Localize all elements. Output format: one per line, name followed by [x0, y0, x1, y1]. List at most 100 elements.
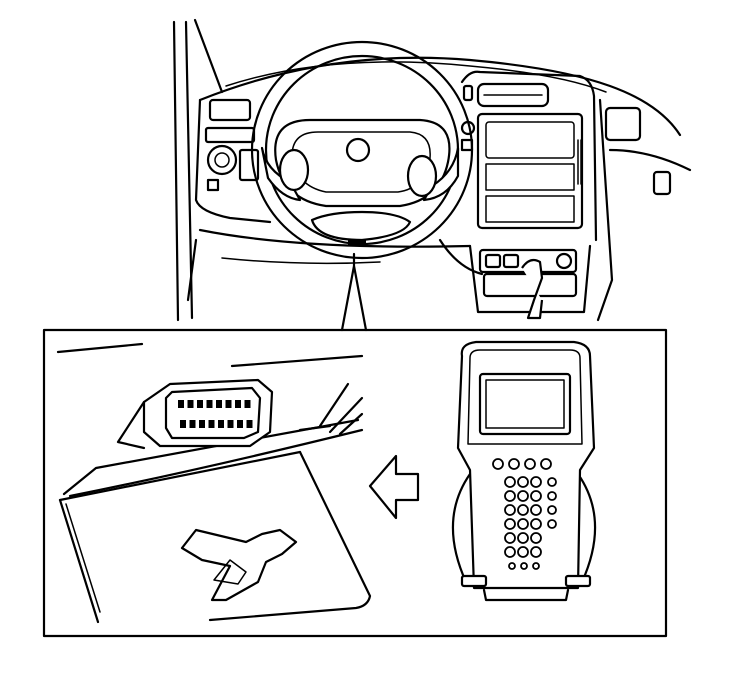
scan-tool-function-key — [524, 458, 536, 470]
headlamp-switch — [206, 144, 238, 176]
scan-tool-key — [504, 504, 516, 516]
scan-tool-side-key — [547, 519, 557, 529]
headlamp-switch-inner — [214, 152, 230, 168]
scan-tool-function-key — [540, 458, 552, 470]
scan-tool-bottom — [482, 588, 570, 602]
scan-tool-screen-inner — [485, 379, 565, 429]
left-horn-pad — [278, 148, 310, 192]
lower-dash — [198, 228, 472, 248]
a-pillar — [172, 20, 180, 322]
kick-panel-top — [58, 450, 302, 502]
left-vent — [208, 98, 252, 122]
dash-underside-edge-2 — [68, 428, 364, 498]
dlc-pin — [180, 420, 186, 428]
dash-right-panel — [608, 148, 692, 172]
scan-tool-key — [517, 476, 529, 488]
dash-underside-edge — [62, 418, 360, 496]
kick-panel-inner — [65, 503, 101, 613]
windshield-edge — [193, 18, 224, 94]
data-link-connector-view — [56, 342, 372, 624]
dlc-pin — [225, 400, 232, 408]
scan-tool-key — [504, 490, 516, 502]
scan-tool-key — [530, 532, 542, 544]
detail-inset-frame — [42, 328, 668, 638]
scan-tool-side-key — [547, 491, 557, 501]
column-shroud-mark — [348, 240, 366, 246]
dlc-pin — [197, 400, 203, 408]
dlc-pin — [235, 400, 241, 408]
steering-hub — [274, 118, 451, 208]
dlc-pin — [216, 400, 222, 408]
floor-clip-detail — [213, 559, 247, 585]
steering-wheel — [250, 40, 474, 260]
radio-inner-low — [485, 195, 575, 223]
dlc-pin — [218, 420, 224, 428]
center-left-button — [460, 138, 474, 152]
steering-wheel-rim-outer — [250, 40, 474, 260]
console-knob — [555, 252, 573, 270]
floor-clip — [180, 528, 298, 602]
right-horn-pad — [406, 154, 438, 198]
dlc-pin — [199, 420, 205, 428]
right-vent — [604, 106, 642, 142]
scan-tool-function-key — [492, 458, 504, 470]
scan-tool-base-left — [460, 574, 488, 588]
left-small-switch — [206, 178, 220, 192]
dlc-pin — [187, 400, 194, 408]
dlc-pin — [189, 420, 196, 428]
scan-tool-keypad — [492, 458, 557, 570]
radio-inner-mid — [485, 163, 575, 191]
scan-tool-key — [517, 532, 529, 544]
bracket-lines — [298, 382, 364, 436]
console-switch-left — [484, 253, 502, 269]
dlc-housing-side — [116, 400, 146, 450]
dash-underside-line-2 — [230, 354, 364, 368]
scan-tool-strap-right — [576, 472, 597, 584]
dash-right-edge — [596, 98, 614, 322]
dlc-pin — [237, 420, 243, 428]
scan-tool-key — [517, 504, 529, 516]
radio-panel — [476, 112, 584, 230]
console-switch-left-2 — [502, 253, 520, 269]
dlc-pin — [206, 400, 213, 408]
scan-tool-key — [517, 546, 529, 558]
scan-tool-base-right — [564, 574, 592, 588]
radio-slots — [577, 139, 582, 185]
lower-dash-trim — [221, 257, 381, 265]
dash-top — [198, 56, 682, 137]
dlc-pins — [178, 400, 253, 428]
dlc-pin — [178, 400, 184, 408]
scan-tool-key — [530, 546, 542, 558]
center-top-button — [462, 84, 474, 102]
gear-shift-lever — [521, 258, 544, 320]
insertion-arrow — [368, 454, 420, 520]
scan-tool-small-key — [520, 562, 528, 570]
scan-tool-key — [530, 476, 542, 488]
spoke-bottom-pad — [310, 210, 412, 242]
dash-top-inner — [225, 61, 607, 93]
a-pillar-inner — [184, 20, 194, 320]
scan-tool-key — [504, 532, 516, 544]
scan-tool-key — [504, 476, 516, 488]
left-dash-pod — [194, 98, 272, 224]
scan-tool-side-key — [547, 505, 557, 515]
scan-tool-side-key — [547, 477, 557, 487]
scan-tool-strap-left — [451, 472, 472, 584]
scan-tool-function-key — [508, 458, 520, 470]
lower-dash-left — [186, 238, 198, 302]
callout-pointer — [340, 252, 368, 332]
radio-inner-top — [485, 121, 575, 159]
scan-tool-small-key — [532, 562, 540, 570]
kick-panel-outline — [58, 450, 372, 624]
scan-tool — [451, 340, 597, 602]
scan-tool-key — [530, 504, 542, 516]
scan-tool-key — [517, 518, 529, 530]
scan-tool-bezel — [467, 349, 583, 445]
scan-tool-key — [530, 518, 542, 530]
scan-tool-key — [517, 490, 529, 502]
center-stack-outline — [460, 70, 598, 242]
dlc-pin — [227, 420, 234, 428]
scan-tool-key — [504, 518, 516, 530]
steering-hub-inner — [291, 131, 431, 193]
